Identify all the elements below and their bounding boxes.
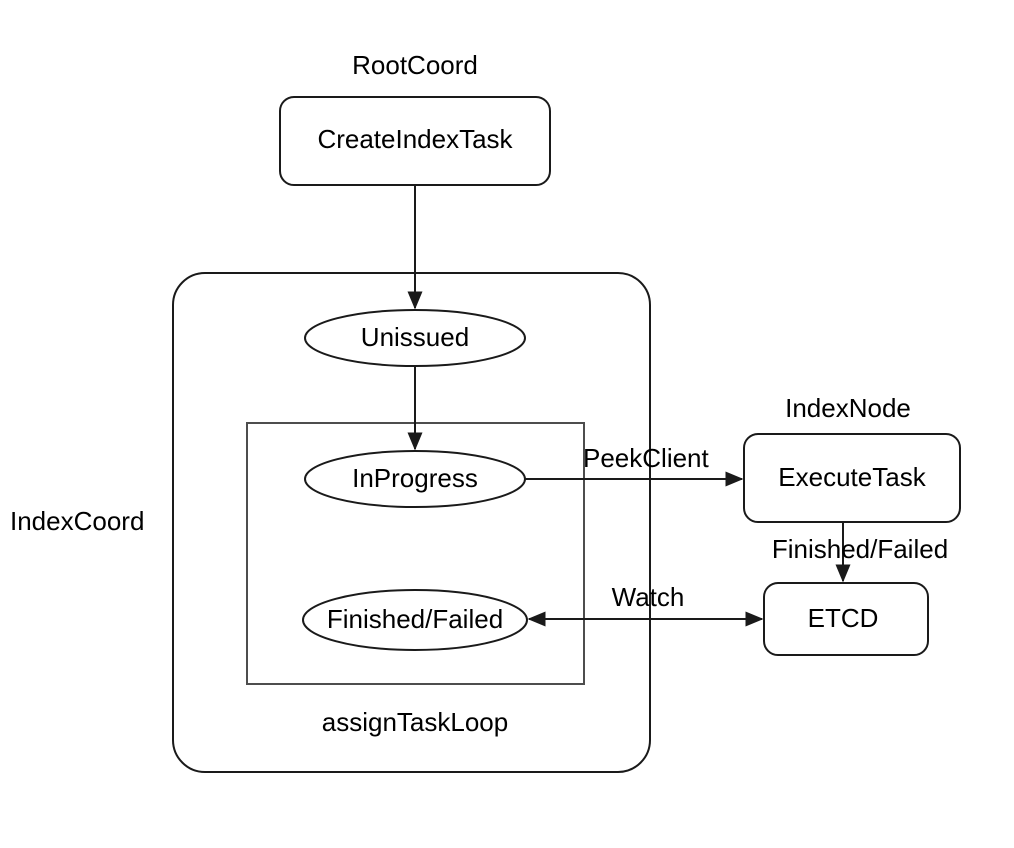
group-label-indexcoord: IndexCoord (10, 506, 144, 536)
group-label-assign-task-loop: assignTaskLoop (322, 707, 508, 737)
group-label-indexnode: IndexNode (785, 393, 911, 423)
node-label-execute-task: ExecuteTask (778, 462, 926, 492)
node-finished-failed[interactable] (302, 589, 528, 651)
edge-label-finished-failed-event: Finished/Failed (772, 534, 948, 564)
node-label-create-index-task: CreateIndexTask (317, 124, 513, 154)
node-label-unissued: Unissued (361, 322, 469, 352)
node-label-finished-failed: Finished/Failed (327, 604, 503, 634)
edge-label-watch: Watch (612, 582, 685, 612)
node-label-in-progress: InProgress (352, 463, 478, 493)
group-label-rootcoord: RootCoord (352, 50, 478, 80)
node-label-etcd: ETCD (808, 603, 879, 633)
node-execute-task[interactable] (743, 433, 961, 523)
node-etcd[interactable] (763, 582, 929, 656)
edge-label-peek-client: PeekClient (583, 443, 710, 473)
indexcoord-container (172, 272, 651, 773)
